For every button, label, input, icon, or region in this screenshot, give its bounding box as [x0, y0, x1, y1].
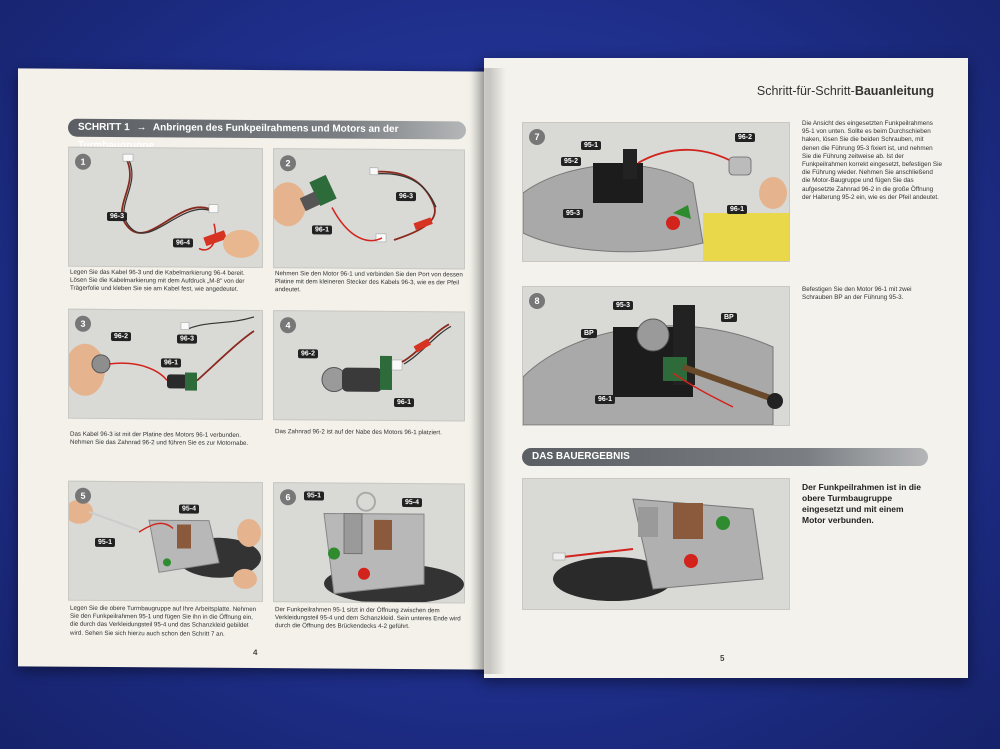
- assembled-motor-illustration: [321, 323, 452, 393]
- step-panel-1: 1 96-3 96-4: [68, 146, 263, 269]
- title-light: Schritt-für-Schritt-: [756, 84, 855, 98]
- final-turret-illustration: [552, 498, 764, 601]
- turret-result-illustration: [323, 491, 464, 603]
- part-tag: 96-1: [312, 225, 333, 235]
- part-tag: 95-1: [95, 537, 116, 548]
- step-panel-4: 4 96-2 96-1: [273, 310, 465, 422]
- step-text-8: Befestigen Sie den Motor 96-1 mit zwei S…: [802, 286, 912, 302]
- step-number: 6: [280, 489, 296, 506]
- part-tag: 96-2: [735, 133, 756, 142]
- gear-motor-illustration: [69, 316, 255, 396]
- step-number: 2: [280, 155, 296, 172]
- cable-illustration: [121, 153, 259, 258]
- part-tag: 96-1: [394, 397, 415, 408]
- part-tag: 96-4: [173, 238, 194, 248]
- part-tag: BP: [721, 313, 737, 322]
- part-tag: 95-3: [563, 209, 584, 218]
- part-tag: 96-1: [161, 358, 182, 368]
- step-header: SCHRITT 1 → Anbringen des Funkpeilrahmen…: [68, 118, 466, 151]
- part-tag: 95-3: [613, 301, 634, 310]
- step-panel-8: 8 95-3 BP BP 96-1: [522, 286, 790, 426]
- step-number: 4: [280, 317, 296, 334]
- step-text-7: Die Ansicht des eingesetzten Funkpeilrah…: [802, 120, 943, 201]
- part-tag: 96-3: [107, 211, 128, 222]
- bottom-view-illustration: [523, 148, 789, 261]
- part-tag: 95-4: [179, 504, 200, 514]
- part-tag: 96-2: [111, 331, 132, 342]
- result-text: Der Funkpeilrahmen ist in die obere Turm…: [802, 482, 922, 525]
- part-tag: 95-1: [581, 141, 602, 150]
- step-number: 1: [75, 153, 91, 170]
- step-caption-1: Legen Sie das Kabel 96-3 und die Kabelma…: [70, 268, 245, 294]
- motor-mount-illustration: [523, 305, 783, 425]
- step-caption-3: Das Kabel 96-3 ist mit der Platine des M…: [70, 430, 249, 448]
- part-tag: 95-4: [402, 498, 423, 508]
- step-number: 8: [529, 293, 545, 309]
- left-page: SCHRITT 1 → Anbringen des Funkpeilrahmen…: [18, 68, 494, 670]
- step-caption-6: Der Funkpeilrahmen 95-1 sitzt in der Öff…: [275, 606, 461, 631]
- page-number: 4: [253, 647, 258, 658]
- part-tag: 96-1: [727, 205, 748, 214]
- step-panel-7: 7 95-1 95-2 95-3 96-2 96-1: [522, 122, 790, 262]
- step-panel-5: 5 95-4 95-1: [68, 480, 263, 603]
- page-title: Schritt-für-Schritt-Bauanleitung: [757, 84, 934, 98]
- step-panel-3: 3 96-2 96-3 96-1: [68, 308, 263, 421]
- result-header: DAS BAUERGEBNIS: [522, 448, 928, 466]
- result-panel: [522, 478, 790, 610]
- part-tag: 96-2: [298, 349, 319, 359]
- part-tag: 95-2: [561, 157, 582, 166]
- step-number: 7: [529, 129, 545, 145]
- motor-plug-illustration: [274, 167, 437, 243]
- step-number: 3: [75, 315, 91, 332]
- step-caption-2: Nehmen Sie den Motor 96-1 und verbinden …: [275, 270, 463, 294]
- page-number: 5: [720, 654, 725, 663]
- part-tag: 96-1: [595, 395, 616, 404]
- part-tag: 95-1: [304, 491, 325, 501]
- step-number: 5: [75, 487, 91, 504]
- part-tag: BP: [581, 329, 597, 338]
- step-label: SCHRITT 1: [78, 121, 130, 134]
- step-panel-6: 6 95-1 95-4: [273, 482, 465, 604]
- title-bold: Bauanleitung: [854, 84, 934, 98]
- part-tag: 96-3: [396, 191, 417, 202]
- step-panel-2: 2 96-3 96-1: [273, 148, 465, 270]
- arrow-icon: →: [136, 122, 147, 134]
- step-caption-5: Legen Sie die obere Turmbaugruppe auf Ih…: [70, 604, 257, 638]
- part-tag: 96-3: [177, 334, 198, 344]
- turret-frame-illustration: [69, 499, 261, 589]
- step-caption-4: Das Zahnrad 96-2 ist auf der Nabe des Mo…: [275, 428, 442, 437]
- right-page: Schritt-für-Schritt-Bauanleitung 7 95-1 …: [484, 58, 968, 678]
